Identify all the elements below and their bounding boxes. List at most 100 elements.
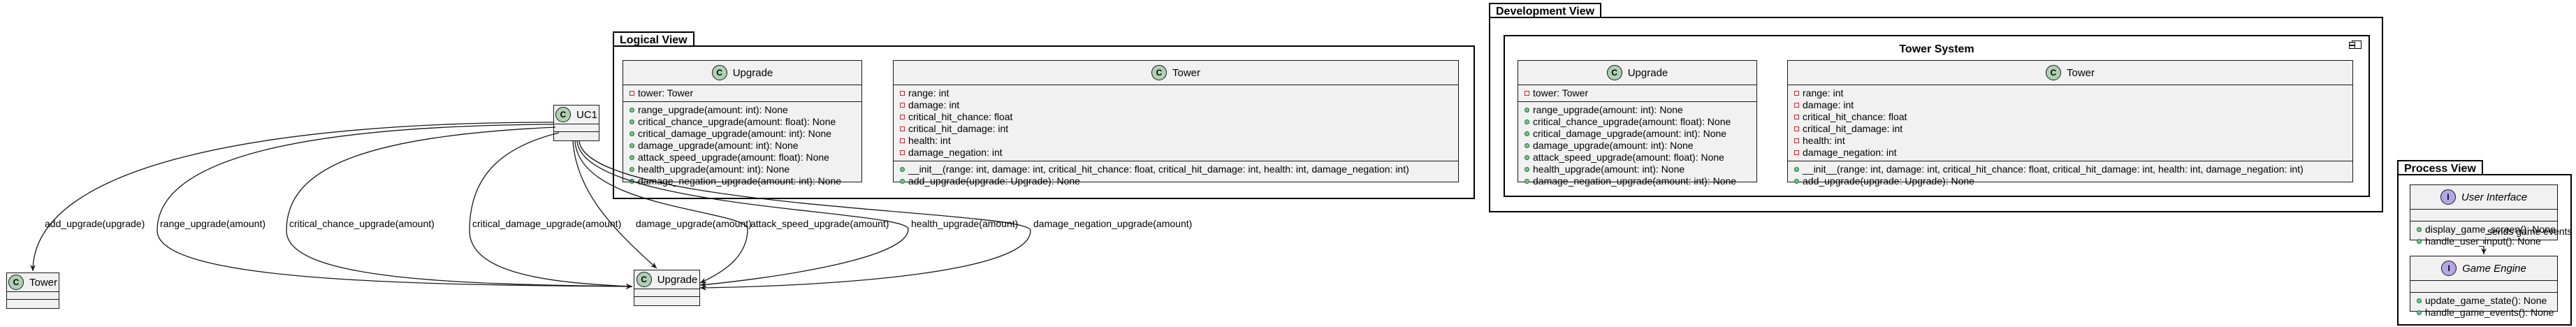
label-damage-negation-upgrade: damage_negation_upgrade(amount): [1033, 218, 1192, 229]
component-icon: [2349, 41, 2362, 49]
arrow-critical-damage-upgrade: [469, 132, 633, 289]
class-name: Tower: [1172, 66, 1200, 79]
member-text: handle_game_events(): None: [2425, 307, 2554, 318]
public-member-row: range_upgrade(amount: int): None: [627, 104, 857, 116]
member-text: tower: Tower: [638, 87, 694, 99]
logical-upgrade-class[interactable]: C Upgrade tower: Tower range_upgrade(amo…: [623, 60, 862, 187]
private-member-row: critical_hit_chance: float: [898, 111, 1454, 123]
class-name: Upgrade: [1627, 66, 1668, 79]
member-text: __init__(range: int, damage: int, critic…: [908, 164, 1409, 175]
label-critical-chance-upgrade: critical_chance_upgrade(amount): [289, 218, 435, 229]
member-text: add_upgrade(upgrade: Upgrade): None: [908, 175, 1080, 187]
public-member-row: critical_damage_upgrade(amount: int): No…: [627, 128, 857, 140]
member-text: range_upgrade(amount: int): None: [638, 104, 788, 115]
private-member-row: health: int: [1792, 135, 2348, 147]
class-name: Upgrade: [732, 66, 773, 79]
member-text: display_game_screen(): None: [2425, 224, 2556, 235]
label-add-upgrade: add_upgrade(upgrade): [45, 218, 145, 229]
member-text: critical_damage_upgrade(amount: int): No…: [638, 128, 832, 139]
class-name: Tower: [29, 276, 57, 289]
member-text: health_upgrade(amount: int): None: [1533, 164, 1685, 175]
arrow-damage-upgrade: [572, 140, 657, 269]
label-range-upgrade: range_upgrade(amount): [160, 218, 265, 229]
private-member-row: critical_hit_damage: int: [1792, 123, 2348, 135]
class-badge-icon: C: [711, 65, 727, 80]
interface-badge-icon: I: [2441, 261, 2457, 276]
private-member-row: critical_hit_damage: int: [898, 123, 1454, 135]
private-member-row: damage: int: [898, 99, 1454, 111]
public-member-row: handle_game_events(): None: [2415, 307, 2554, 319]
public-member-row: critical_chance_upgrade(amount: float): …: [627, 116, 857, 128]
interface-name: User Interface: [2461, 191, 2528, 203]
member-text: critical_hit_damage: int: [908, 123, 1009, 134]
member-text: attack_speed_upgrade(amount: float): Non…: [638, 152, 829, 163]
member-text: critical_hit_damage: int: [1803, 123, 1903, 134]
private-member-row: critical_hit_chance: float: [1792, 111, 2348, 123]
member-text: update_game_state(): None: [2425, 295, 2547, 306]
member-text: range_upgrade(amount: int): None: [1533, 104, 1683, 115]
member-text: critical_hit_chance: float: [908, 111, 1013, 122]
private-member-row: damage_negation: int: [898, 147, 1454, 159]
user-interface-interface[interactable]: I User Interface display_game_screen(): …: [2410, 184, 2558, 247]
process-view-title: Process View: [2397, 160, 2483, 175]
private-member-row: range: int: [898, 87, 1454, 99]
uc1-class[interactable]: C UC1: [553, 105, 599, 141]
member-text: damage: int: [908, 99, 960, 110]
class-badge-icon: C: [8, 275, 24, 290]
public-member-row: display_game_screen(): None: [2415, 224, 2556, 235]
member-text: critical_chance_upgrade(amount: float): …: [638, 116, 836, 127]
member-text: critical_hit_chance: float: [1803, 111, 1907, 122]
member-text: __init__(range: int, damage: int, critic…: [1803, 164, 2304, 175]
public-member-row: add_upgrade(upgrade: Upgrade): None: [1792, 175, 2348, 187]
public-member-row: health_upgrade(amount: int): None: [627, 164, 857, 175]
logical-view-title: Logical View: [613, 31, 694, 47]
field-list: tower: Tower: [623, 85, 861, 102]
arrow-critical-chance-upgrade: [286, 126, 633, 289]
arrow-attack-speed-upgrade: [574, 140, 748, 284]
label-health-upgrade: health_upgrade(amount): [911, 218, 1018, 229]
member-text: health_upgrade(amount: int): None: [638, 164, 790, 175]
field-list: tower: Tower: [1518, 85, 1756, 102]
public-member-row: critical_chance_upgrade(amount: float): …: [1522, 116, 1752, 128]
field-list: [2410, 210, 2557, 221]
field-list: [2410, 281, 2557, 293]
public-member-row: __init__(range: int, damage: int, critic…: [1792, 164, 2348, 175]
member-text: tower: Tower: [1533, 87, 1589, 99]
public-member-row: attack_speed_upgrade(amount: float): Non…: [1522, 152, 1752, 164]
class-badge-icon: C: [555, 107, 571, 122]
class-badge-icon: C: [1151, 65, 1167, 80]
member-text: damage_negation: int: [908, 147, 1003, 158]
public-member-row: update_game_state(): None: [2415, 295, 2553, 307]
dev-upgrade-class[interactable]: C Upgrade tower: Tower range_upgrade(amo…: [1518, 60, 1757, 187]
public-member-row: damage_negation_upgrade(amount: int): No…: [1522, 175, 1752, 187]
class-badge-icon: C: [2045, 65, 2061, 80]
component-title: Tower System: [1899, 43, 1974, 55]
arrow-damage-negation-upgrade: [578, 140, 1031, 291]
class-badge-icon: C: [1606, 65, 1622, 80]
class-name: UC1: [576, 108, 597, 121]
arrow-add-upgrade: [30, 122, 555, 272]
member-text: damage_negation_upgrade(amount: int): No…: [1533, 175, 1737, 187]
private-member-row: tower: Tower: [627, 87, 857, 99]
member-text: range: int: [1803, 87, 1844, 99]
outside-upgrade-class[interactable]: C Upgrade: [634, 270, 700, 306]
outside-tower-class[interactable]: C Tower: [6, 272, 59, 309]
public-member-row: damage_negation_upgrade(amount: int): No…: [627, 175, 857, 187]
public-member-row: critical_damage_upgrade(amount: int): No…: [1522, 128, 1752, 140]
member-text: range: int: [908, 87, 949, 99]
public-member-row: range_upgrade(amount: int): None: [1522, 104, 1752, 116]
label-attack-speed-upgrade: attack_speed_upgrade(amount): [750, 218, 889, 229]
class-name: Tower: [2066, 66, 2095, 79]
member-text: critical_chance_upgrade(amount: float): …: [1533, 116, 1731, 127]
method-list: __init__(range: int, damage: int, critic…: [894, 161, 1458, 189]
private-member-row: health: int: [898, 135, 1454, 147]
